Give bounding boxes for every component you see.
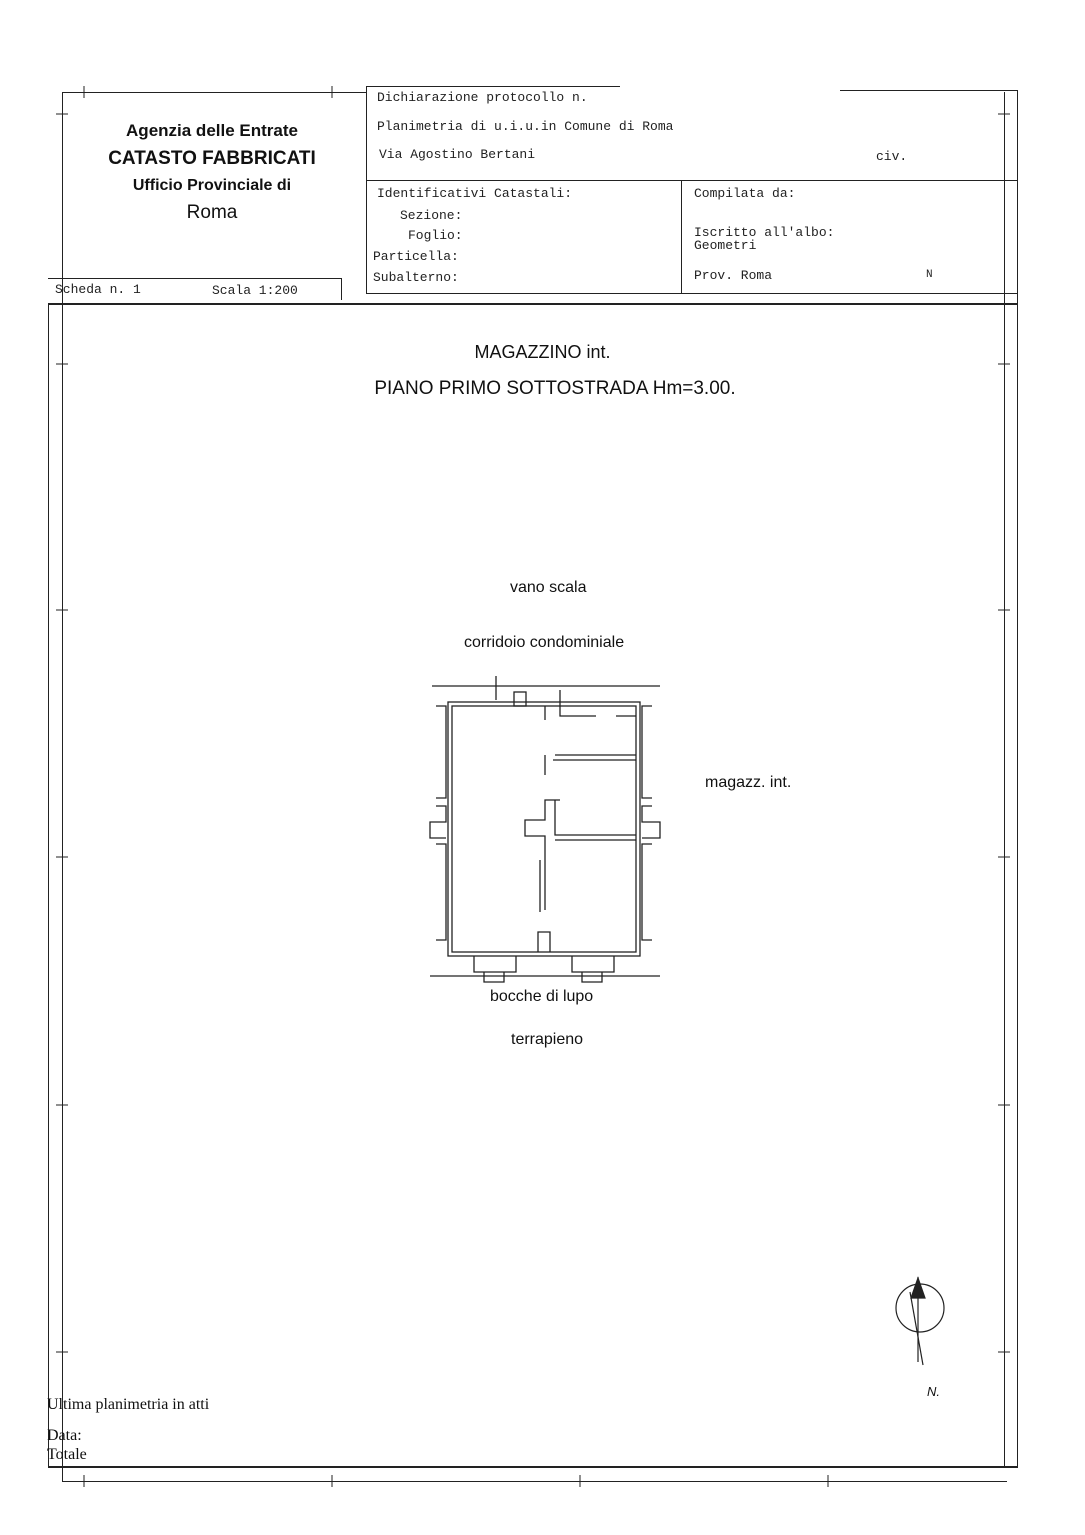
identificativi-label: Identificativi Catastali:: [377, 186, 573, 201]
protocol-label: Dichiarazione protocollo n.: [377, 90, 588, 105]
particella-label: Particella:: [373, 249, 459, 264]
header-divider-1: [366, 180, 1017, 181]
ultima-planimetria: Ultima planimetria in atti: [47, 1396, 210, 1413]
civ-label: civ.: [876, 149, 908, 164]
frame-bottom: [62, 1481, 1007, 1482]
north-arrow-icon: [895, 1276, 945, 1366]
office-name: Ufficio Provinciale di: [132, 177, 292, 194]
totale-label: Totale: [47, 1446, 87, 1463]
frame-right: [1017, 90, 1018, 1467]
catasto-title: CATASTO FABBRICATI: [108, 148, 316, 169]
frame-top: [62, 92, 367, 93]
frame-bottom-inner: [48, 1466, 1018, 1468]
north-label: N.: [927, 1384, 940, 1399]
office-city: Roma: [186, 202, 238, 223]
drawing-frame-top: [48, 303, 1018, 305]
prov-label: Prov. Roma: [694, 268, 773, 283]
scala-label: Scala 1:200: [212, 283, 298, 298]
label-terrapieno: terrapieno: [511, 1031, 584, 1048]
compilata-label: Compilata da:: [694, 186, 796, 201]
scheda-box-top: [48, 278, 342, 279]
prov-n: N: [926, 269, 933, 281]
plan-subtitle: PIANO PRIMO SOTTOSTRADA Hm=3.00.: [374, 378, 736, 399]
iscritto-label: Iscritto all'albo:: [694, 225, 835, 240]
frame-top-right: [840, 90, 1017, 91]
plan-title: MAGAZZINO int.: [474, 342, 611, 362]
header-box-left: [366, 86, 367, 294]
label-bocche: bocche di lupo: [490, 988, 594, 1005]
planimetria-label: Planimetria di u.i.u.in Comune di Roma: [377, 119, 674, 134]
header-divider-2: [366, 293, 1017, 294]
address: Via Agostino Bertani: [379, 147, 536, 162]
label-magazz: magazz. int.: [705, 774, 792, 791]
geometri-label: Geometri: [694, 238, 757, 253]
agency-name: Agenzia delle Entrate: [126, 121, 298, 140]
header-col-divider: [681, 180, 682, 293]
label-vano-scala: vano scala: [510, 579, 587, 596]
frame-left: [62, 92, 63, 1482]
label-corridoio: corridoio condominiale: [464, 634, 625, 651]
sezione-label: Sezione:: [400, 208, 463, 223]
subalterno-label: Subalterno:: [373, 270, 459, 285]
header-box-top: [366, 86, 620, 87]
scheda-label: Scheda n. 1: [55, 282, 141, 297]
data-label: Data:: [47, 1427, 82, 1444]
scheda-box-right: [341, 278, 342, 300]
drawing-frame-left: [48, 303, 49, 1468]
frame-inner-right: [1004, 92, 1005, 1467]
foglio-label: Foglio:: [408, 228, 463, 243]
